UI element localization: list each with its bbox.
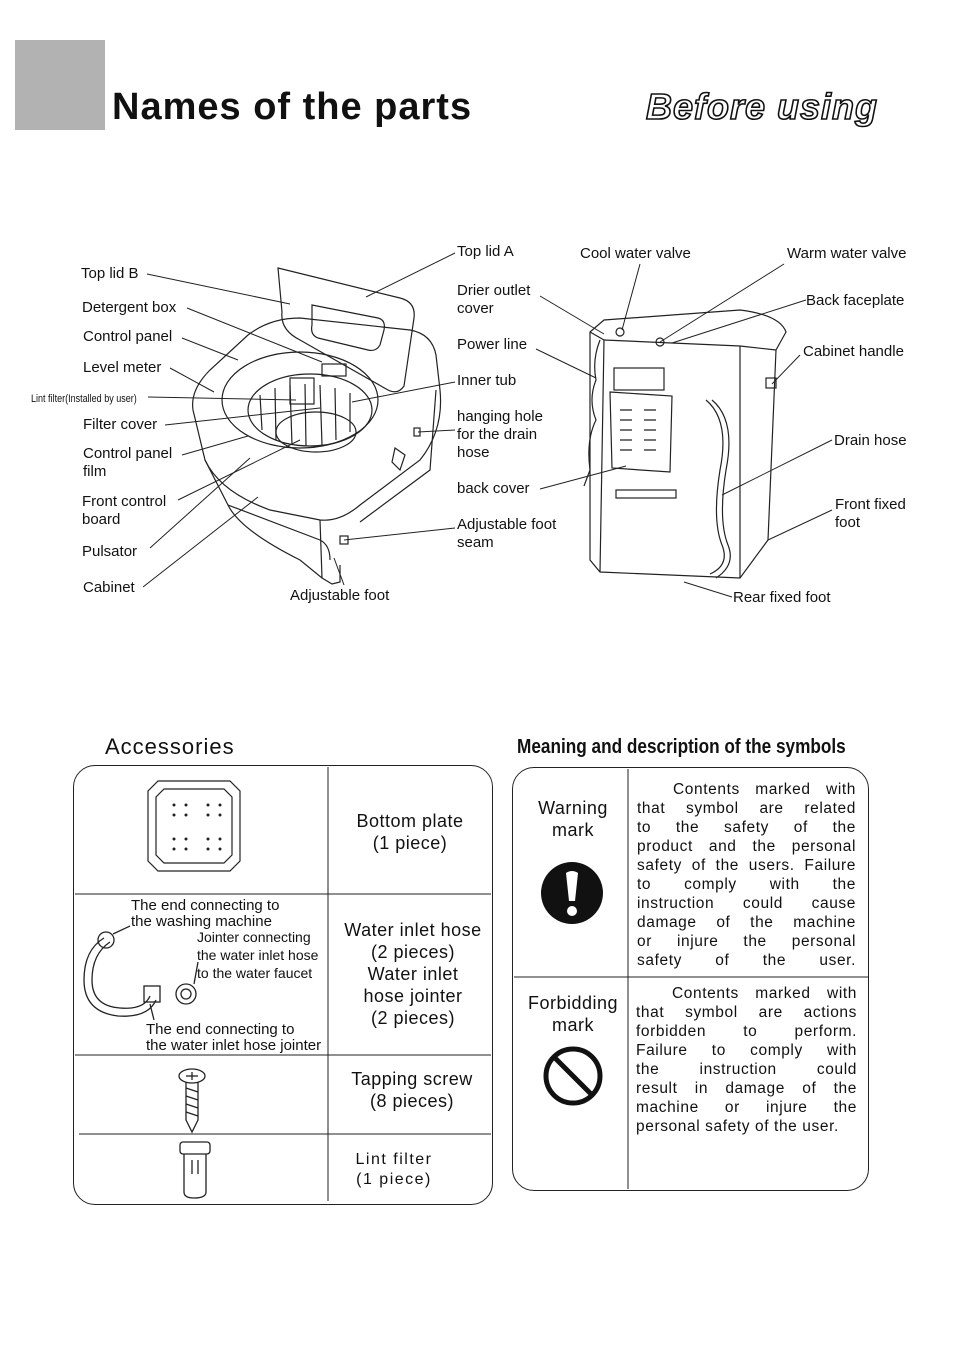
bottom-plate-icon: [147, 780, 241, 872]
label-top-lid-a: Top lid A: [457, 243, 514, 260]
section-title: Before using: [645, 85, 879, 128]
label-warm-water-valve: Warm water valve: [787, 245, 907, 262]
forbidding-description: Contents marked with that symbol are act…: [636, 985, 857, 1135]
exclamation-circle-icon: [541, 862, 603, 924]
warning-description: Contents marked with that symbol are rel…: [637, 781, 856, 969]
accessories-heading: Accessories: [105, 734, 235, 759]
label-inner-tub: Inner tub: [457, 372, 517, 389]
label-back-faceplate: Back faceplate: [806, 292, 905, 309]
label-cabinet-handle: Cabinet handle: [803, 343, 904, 360]
label-adjustable-foot: Adjustable foot: [290, 587, 390, 604]
tapping-screw-icon: [178, 1068, 206, 1134]
label-top-lid-b: Top lid B: [81, 265, 139, 282]
label-filter-cover: Filter cover: [83, 416, 158, 433]
label-power-line: Power line: [457, 336, 528, 353]
prohibition-circle-icon: [543, 1046, 603, 1106]
accessories-grid: [75, 767, 491, 1201]
washing-machine-diagram: [142, 252, 833, 598]
symbols-grid: [514, 769, 868, 1189]
label-pulsator: Pulsator: [82, 543, 138, 560]
tapping-screw-label: Tapping screw(8 pieces): [351, 1069, 473, 1111]
label-level-meter: Level meter: [83, 359, 162, 376]
symbols-heading: Meaning and description of the symbols: [517, 736, 846, 758]
label-cabinet: Cabinet: [83, 579, 135, 596]
label-drain-hose: Drain hose: [834, 432, 907, 449]
lint-filter-label: Lint filter(1 piece): [355, 1151, 433, 1188]
page-title: Names of the parts: [112, 86, 473, 128]
label-lint-filter: Lint filter(Installed by user): [31, 393, 137, 405]
header-gray-block: [15, 40, 105, 130]
lint-filter-icon: [179, 1141, 211, 1199]
label-control-panel: Control panel: [83, 328, 173, 345]
label-detergent-box: Detergent box: [82, 299, 177, 316]
label-rear-fixed-foot: Rear fixed foot: [733, 589, 831, 606]
symbols-table: [512, 767, 869, 1191]
accessories-table: [73, 765, 493, 1205]
label-back-cover: back cover: [457, 480, 530, 497]
bottom-plate-label: Bottom plate(1 piece): [356, 811, 464, 853]
water-inlet-hose-icon: [83, 925, 199, 1021]
label-cool-water-valve: Cool water valve: [580, 245, 691, 262]
